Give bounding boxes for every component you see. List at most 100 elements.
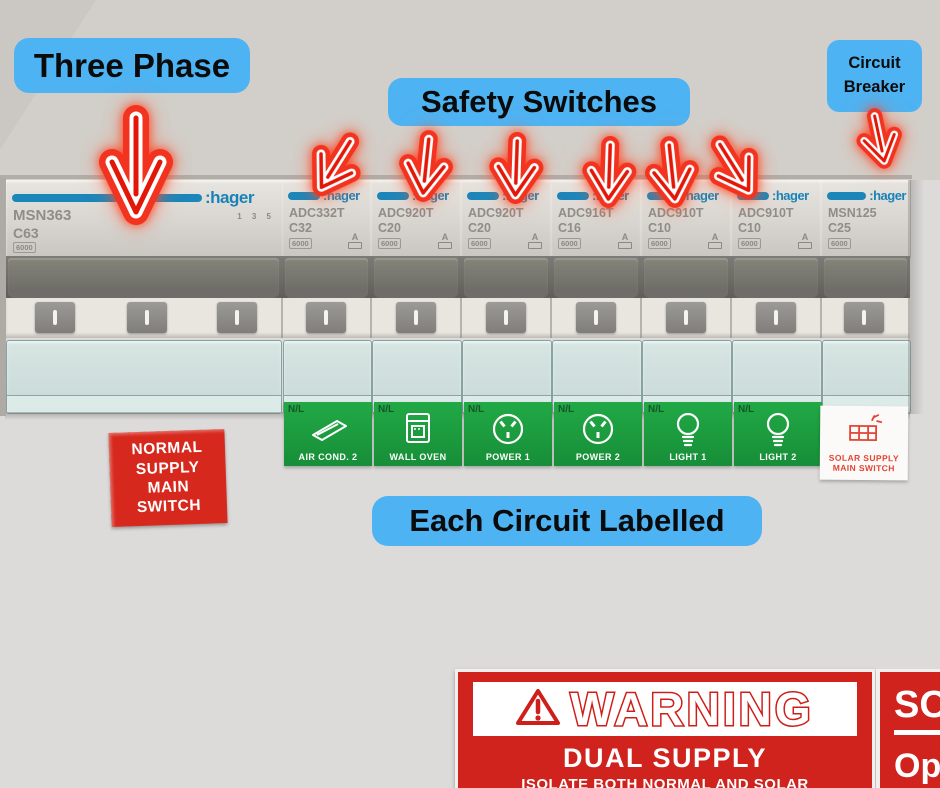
breaker-model: ADC332T	[289, 206, 345, 220]
safety-switch-1: :hager ADC332T C32 6000 A	[282, 180, 372, 258]
breaker-model: ADC910T	[738, 206, 794, 220]
toggle-switch	[217, 302, 257, 333]
normal-supply-text: NORMAL SUPPLY MAIN SWITCH	[131, 439, 203, 517]
breaker-model: ADC910T	[648, 206, 704, 220]
rocker	[824, 258, 907, 298]
toggle-indicator	[145, 310, 149, 325]
rocker	[464, 258, 548, 298]
breaker-model: ADC920T	[468, 206, 524, 220]
annotation-circuit-breaker: Circuit Breaker	[827, 40, 922, 112]
breaking-capacity: 6000	[468, 238, 491, 249]
rocker	[734, 258, 818, 298]
breaker-rating: C25	[828, 221, 851, 235]
nl-mark: N/L	[288, 404, 305, 415]
partial-right-sticker: SO Op	[876, 669, 940, 788]
rocker	[374, 258, 458, 298]
breaker-model: ADC920T	[378, 206, 434, 220]
terminal-cover	[552, 340, 642, 414]
circuit-label-power-1: N/L POWER 1	[464, 402, 552, 466]
test-button-mark: A	[438, 233, 452, 249]
hager-logo-bar	[557, 191, 589, 200]
nl-mark: N/L	[558, 404, 575, 415]
arrow-safety-4	[580, 136, 637, 226]
arrow-safety-6	[693, 123, 785, 226]
safety-switch-6: :hager ADC910T C10 6000 A	[731, 180, 822, 258]
circuit-label-solar-supply: SOLAR SUPPLY MAIN SWITCH	[819, 405, 909, 481]
breaker-model: MSN363	[13, 207, 72, 224]
terminal-cover	[6, 340, 282, 414]
hager-logo-bar	[288, 191, 320, 200]
breaker-rating: C10	[738, 221, 761, 235]
test-button-mark: A	[528, 233, 542, 249]
partial-sticker-line1: SO	[894, 684, 940, 735]
warning-band: WARNING	[473, 682, 857, 737]
circuit-label-air-cond: N/L AIR COND. 2	[284, 402, 372, 466]
rocker	[554, 258, 638, 298]
toggle-indicator	[235, 310, 239, 325]
toggle-switch	[35, 302, 75, 333]
power-socket-icon	[464, 411, 552, 452]
breaker-model: MSN125	[828, 206, 877, 220]
test-button-mark: A	[618, 233, 632, 249]
hager-wordmark: :hager	[682, 188, 719, 203]
warning-body: ISOLATE BOTH NORMAL AND SOLAR	[521, 776, 809, 788]
test-button-mark: A	[348, 233, 362, 249]
hager-wordmark: :hager	[869, 188, 906, 203]
breaker-rating: C16	[558, 221, 581, 235]
nl-mark: N/L	[648, 404, 665, 415]
toggle-switch	[844, 302, 884, 333]
light-bulb-icon	[644, 411, 732, 454]
arrow-safety-1	[285, 120, 377, 223]
hager-logo: :hager	[12, 188, 279, 208]
toggle-indicator	[774, 310, 778, 325]
arrow-circuit-breaker	[851, 104, 912, 188]
test-button-mark: A	[798, 233, 812, 249]
circuit-label-light-2: N/L LIGHT 2	[734, 402, 822, 466]
circuit-name: LIGHT 1	[669, 452, 707, 462]
toggle-switch	[666, 302, 706, 333]
toggle-indicator	[862, 310, 866, 325]
rocker	[285, 258, 368, 298]
rocker	[644, 258, 728, 298]
breaker-rating: C63	[13, 225, 39, 241]
warning-title: WARNING	[569, 682, 814, 737]
breaker-rating: C20	[378, 221, 401, 235]
toggle-indicator	[594, 310, 598, 325]
toggle-indicator	[414, 310, 418, 325]
module-seam	[370, 298, 372, 338]
toggle-switch	[306, 302, 346, 333]
partial-sticker-line2: Op	[894, 747, 940, 785]
normal-supply-sticker: NORMAL SUPPLY MAIN SWITCH	[108, 429, 228, 527]
breaking-capacity: 6000	[828, 238, 851, 249]
panel-left-edge	[0, 178, 6, 416]
nl-mark: N/L	[738, 404, 755, 415]
hager-wordmark: :hager	[772, 188, 809, 203]
annotation-each-circuit-labelled: Each Circuit Labelled	[372, 496, 762, 546]
nl-mark: N/L	[468, 404, 485, 415]
module-seam	[730, 298, 732, 338]
hager-wordmark: :hager	[205, 188, 254, 207]
module-seam	[460, 298, 462, 338]
toggle-switch	[486, 302, 526, 333]
toggle-switch	[127, 302, 167, 333]
breaking-capacity: 6000	[648, 238, 671, 249]
arrow-safety-2	[394, 128, 457, 221]
module-seam	[550, 298, 552, 338]
air-conditioner-icon	[284, 411, 372, 450]
breaker-model: ADC916T	[558, 206, 614, 220]
circuit-name: WALL OVEN	[389, 452, 447, 462]
terminal-cover	[822, 340, 911, 414]
circuit-label-light-1: N/L LIGHT 1	[644, 402, 732, 466]
rocker-msn363	[8, 258, 279, 298]
breaker-msn363: :hager MSN363 C63 6000 1 3 5	[5, 180, 284, 258]
module-seam	[820, 298, 822, 338]
breaking-capacity: 6000	[289, 238, 312, 249]
breaking-capacity: 6000	[13, 242, 36, 253]
module-seam	[281, 298, 283, 338]
annotation-three-phase: Three Phase	[14, 38, 250, 93]
power-socket-icon	[554, 411, 642, 452]
breaking-capacity: 6000	[558, 238, 581, 249]
panel-right-shadow	[908, 180, 924, 414]
circuit-label-wall-oven: N/L WALL OVEN	[374, 402, 462, 466]
